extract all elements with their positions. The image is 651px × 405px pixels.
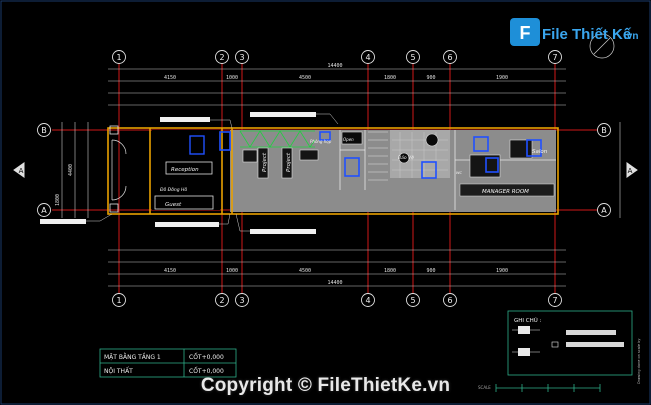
dimension-lines-top xyxy=(108,68,566,106)
dim-bottom-seg-6: 1900 xyxy=(496,268,508,274)
axis-lines-vertical xyxy=(118,62,556,295)
axis-bottom-5: 5 xyxy=(410,296,415,305)
room-label-salon: Salon xyxy=(532,149,548,155)
room-label-manager: MANAGER ROOM xyxy=(482,189,529,195)
axis-bubbles-top xyxy=(112,50,562,64)
svg-text:F: F xyxy=(520,23,531,43)
dim-left-seg-2: 1800 xyxy=(55,194,61,206)
axis-top-3: 3 xyxy=(239,53,244,62)
section-mark-left: A xyxy=(19,167,24,175)
scale-label: SCALE xyxy=(478,385,491,390)
drawn-by-note: Drawing done on scale by xyxy=(637,339,641,384)
entrance-doors xyxy=(111,139,127,201)
green-truss xyxy=(239,130,316,148)
logo-graphic: F File Thiết Kế .vn xyxy=(510,18,638,46)
dim-bottom-seg-1: 4150 xyxy=(164,268,176,274)
dim-bottom-seg-3: 4500 xyxy=(299,268,311,274)
dim-top-seg-4: 1800 xyxy=(384,75,396,81)
dim-left-seg-1: 4400 xyxy=(68,164,74,176)
callout-labels xyxy=(40,112,316,234)
north-arrow xyxy=(589,33,615,59)
axis-bottom-7: 7 xyxy=(552,296,557,305)
dim-top-seg-1: 4150 xyxy=(164,75,176,81)
title-plan-level: CỐT+0,000 xyxy=(189,353,224,361)
reception-room xyxy=(152,130,220,210)
axis-bottom-4: 4 xyxy=(365,296,370,305)
axis-bottom-2: 2 xyxy=(219,296,224,305)
scale-bar xyxy=(495,384,601,392)
room-label-guest: Guest xyxy=(165,202,182,208)
axis-top-1: 1 xyxy=(116,53,121,62)
dim-top-seg-6: 1900 xyxy=(496,75,508,81)
dim-top-total: 14400 xyxy=(327,63,342,69)
legend-box xyxy=(507,310,633,376)
room-label-stair: Bảo Vệ xyxy=(398,154,414,161)
building-walls xyxy=(107,127,559,215)
dim-top-seg-3: 4500 xyxy=(299,75,311,81)
axis-bubbles-bottom xyxy=(112,293,562,307)
dim-bottom-seg-4: 1800 xyxy=(384,268,396,274)
axis-row-b-right: B xyxy=(601,126,607,135)
section-mark-right: A xyxy=(628,167,633,175)
axis-top-5: 5 xyxy=(410,53,415,62)
title-plan-name: MẶT BẰNG TẦNG 1 xyxy=(104,353,161,361)
axis-bottom-3: 3 xyxy=(239,296,244,305)
dimension-lines-bottom xyxy=(108,249,566,287)
axis-top-7: 7 xyxy=(552,53,557,62)
room-label-project-2: Project xyxy=(286,152,292,172)
dim-bottom-seg-2: 1000 xyxy=(226,268,238,274)
logo-name: File Thiết Kế xyxy=(542,26,632,43)
dimension-lines-left xyxy=(61,122,621,218)
dim-top-seg-2: 1000 xyxy=(226,75,238,81)
title-interior-level: CỐT+0,000 xyxy=(189,367,224,375)
axis-top-2: 2 xyxy=(219,53,224,62)
dim-bottom-seg-5: 900 xyxy=(426,268,435,274)
axis-top-4: 4 xyxy=(365,53,370,62)
floor-hatch-area xyxy=(390,130,450,178)
legend-title: GHI CHÚ : xyxy=(514,317,542,324)
dim-top-seg-5: 900 xyxy=(426,75,435,81)
dim-bottom-total: 14400 xyxy=(327,280,342,286)
title-interior: NỘI THẤT xyxy=(104,367,133,375)
room-label-reception: Reception xyxy=(171,167,199,173)
axis-bottom-1: 1 xyxy=(116,296,121,305)
room-label-open: Open xyxy=(343,137,354,142)
room-label-dong-ho: Đồ Đồng Hồ xyxy=(160,186,187,193)
room-label-wc: WC xyxy=(456,171,462,175)
axis-row-a-right: A xyxy=(601,206,607,215)
brand-logo[interactable]: F File Thiết Kế .vn xyxy=(508,12,648,52)
axis-row-a-left: A xyxy=(41,206,47,215)
axis-row-b-left: B xyxy=(41,126,47,135)
room-label-meeting: Phòng họp xyxy=(310,139,332,144)
axis-top-6: 6 xyxy=(447,53,452,62)
section-markers xyxy=(13,162,638,178)
room-label-project-1: Project xyxy=(262,152,268,172)
legend-symbols xyxy=(512,326,624,356)
copyright-watermark: Copyright © FileThietKe.vn xyxy=(200,375,451,396)
logo-domain: .vn xyxy=(624,31,638,42)
axis-bubbles-rows xyxy=(37,123,611,217)
title-block xyxy=(99,348,237,378)
axis-bottom-6: 6 xyxy=(447,296,452,305)
stair xyxy=(368,131,388,181)
